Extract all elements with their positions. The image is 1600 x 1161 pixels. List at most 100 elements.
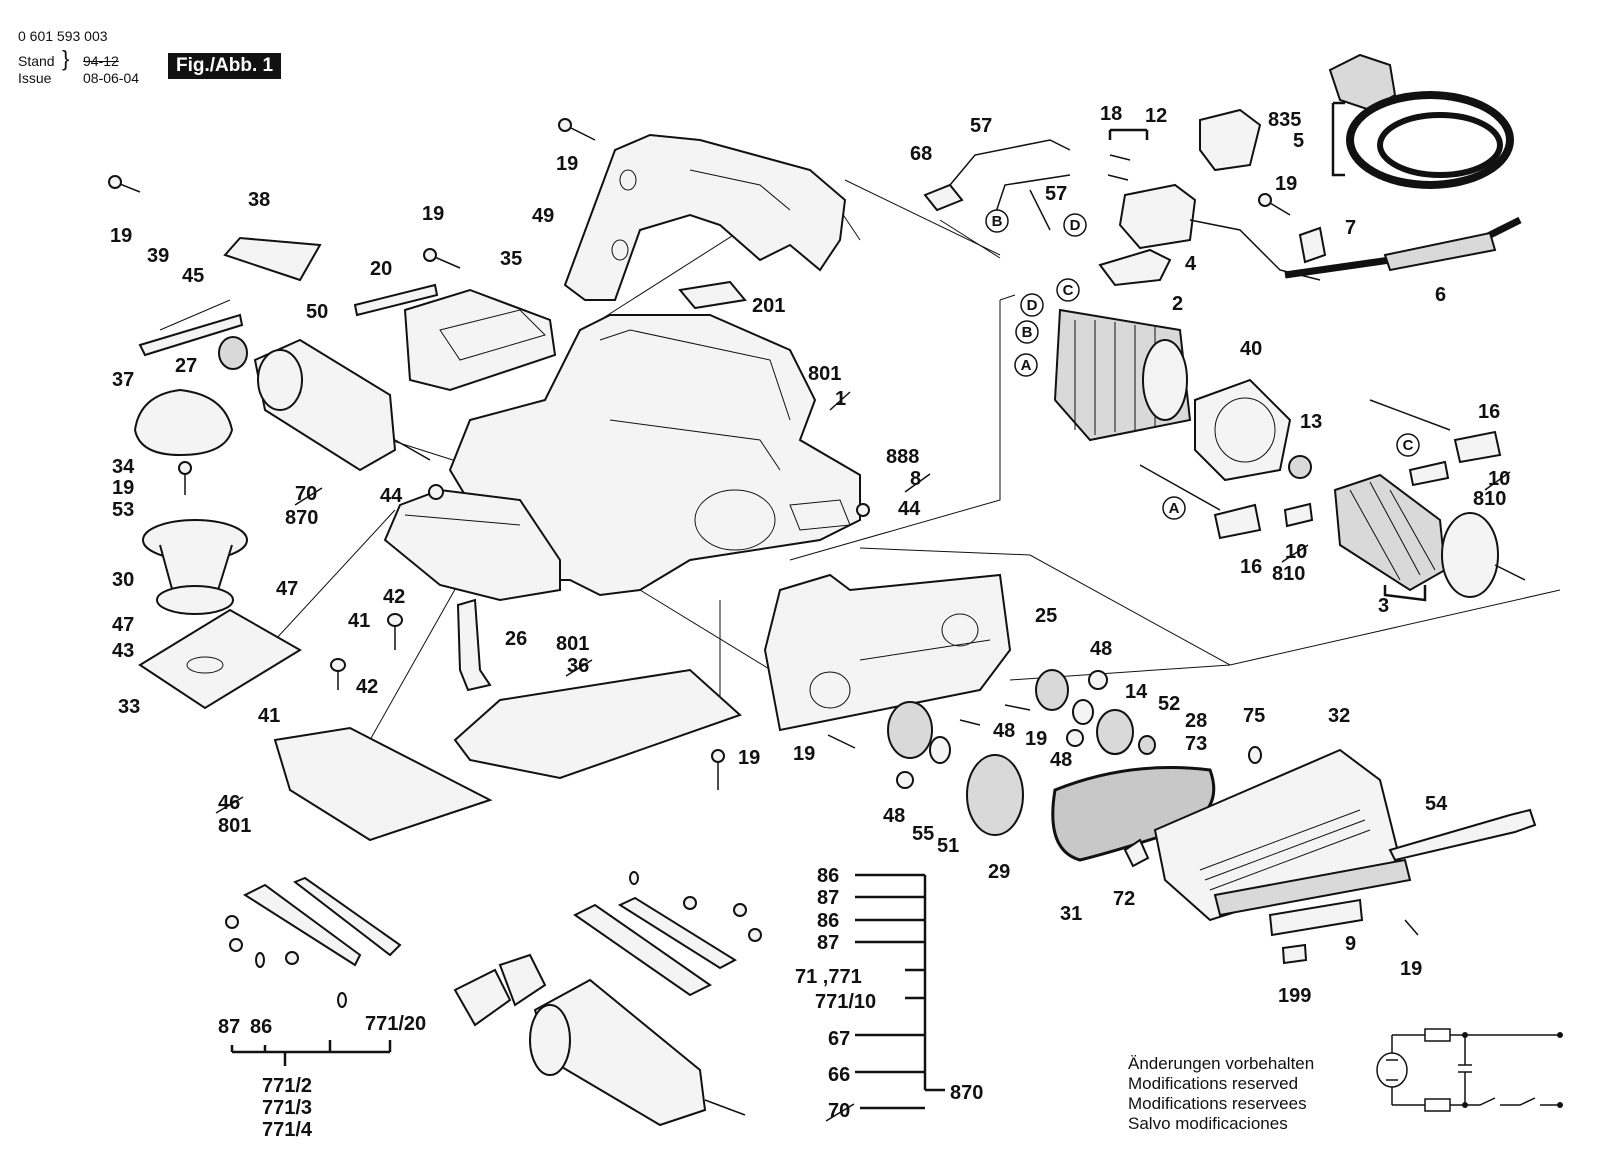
- part-number: 19: [1025, 728, 1047, 750]
- marker-b: B: [992, 213, 1003, 230]
- part-number: 32: [1328, 705, 1350, 727]
- part-number: 19: [110, 225, 132, 247]
- part-number: 3: [1378, 595, 1389, 617]
- belt-cover: [1153, 748, 1412, 922]
- modifications-note: Änderungen vorbehalten Modifications res…: [1128, 1054, 1314, 1134]
- part-number: 53: [112, 499, 134, 521]
- part-number: 7: [1345, 217, 1356, 239]
- strip-20: [353, 283, 439, 317]
- part-number: 44: [380, 485, 403, 507]
- marker-b: B: [1022, 324, 1033, 341]
- part-number: 771/4: [262, 1119, 313, 1141]
- part-number: 14: [1125, 681, 1148, 703]
- part-number: 199: [1278, 985, 1311, 1007]
- drive-components: [887, 669, 1262, 836]
- part-number: 19: [1400, 958, 1422, 980]
- doc-number: 0 601 593 003: [18, 28, 108, 44]
- part-number: 19: [738, 747, 760, 769]
- part-number: 87: [218, 1016, 240, 1038]
- part-number: 26: [505, 628, 527, 650]
- figure-badge: Fig./Abb. 1: [168, 53, 282, 79]
- part-number: 43: [112, 640, 134, 662]
- part-number: 86: [817, 910, 839, 932]
- part-72: [1123, 838, 1150, 868]
- armature: [1333, 473, 1526, 598]
- part-number: 201: [752, 295, 785, 317]
- part-number: 42: [356, 676, 378, 698]
- part-number: 49: [532, 205, 554, 227]
- label-sticker: [678, 280, 747, 310]
- part-number: 57: [1045, 183, 1067, 205]
- part-number: 44: [898, 498, 921, 520]
- marker-a: A: [1169, 500, 1180, 517]
- part-number: 52: [1158, 693, 1180, 715]
- part-number: 48: [993, 720, 1015, 742]
- part-number: 48: [883, 805, 905, 827]
- part-number: 6: [1435, 284, 1446, 306]
- part-number: 55: [912, 823, 934, 845]
- part-number: 25: [1035, 605, 1057, 627]
- wrench: [1388, 808, 1537, 862]
- part-number: 19: [422, 203, 444, 225]
- stand-value: 94-12: [83, 53, 119, 69]
- note-line: Modifications reserved: [1128, 1074, 1299, 1093]
- switch-cover: [403, 288, 557, 392]
- part-number: 57: [970, 115, 992, 137]
- part-number: 5: [1293, 130, 1304, 152]
- connector-markers: B D D C B A C A: [985, 209, 1420, 520]
- part-number: 47: [276, 578, 298, 600]
- part-number: 16: [1240, 556, 1262, 578]
- marker-a: A: [1021, 357, 1032, 374]
- part-number: 870: [950, 1082, 983, 1104]
- part-number: 50: [306, 301, 328, 323]
- part-number: 19: [1275, 173, 1297, 195]
- part-number: 31: [1060, 903, 1082, 925]
- part-number: 9: [1345, 933, 1356, 955]
- chip-deflector: [223, 236, 322, 282]
- part-number: 48: [1090, 638, 1112, 660]
- part-number: 771/2: [262, 1075, 312, 1097]
- part-number: 87: [817, 887, 839, 909]
- depth-knob: [133, 388, 302, 710]
- part-number: 4: [1185, 253, 1197, 275]
- part-number: 45: [182, 265, 204, 287]
- marker-d: D: [1070, 217, 1081, 234]
- part-number: 73: [1185, 733, 1207, 755]
- part-number: 35: [500, 248, 522, 270]
- part-number: 810: [1272, 563, 1305, 585]
- callout-brackets: [230, 101, 1427, 1110]
- bearing-13: [1288, 455, 1312, 479]
- part-number: 40: [1240, 338, 1262, 360]
- clamp-7: [1298, 226, 1327, 264]
- part-number: 810: [1473, 488, 1506, 510]
- switch: [1098, 108, 1321, 287]
- note-line: Salvo modificaciones: [1128, 1114, 1288, 1133]
- part-number: 870: [285, 507, 318, 529]
- part-number: 42: [383, 586, 405, 608]
- part-number: 801: [808, 363, 841, 385]
- power-cable: [1284, 53, 1522, 279]
- circuit-schematic: [1376, 1028, 1563, 1112]
- part-number: 86: [250, 1016, 272, 1038]
- part-number: 41: [258, 705, 280, 727]
- label-199: [1281, 943, 1308, 965]
- rear-handle-cover: [563, 133, 847, 301]
- part-number: 12: [1145, 105, 1167, 127]
- part-number: 1: [835, 388, 846, 410]
- issue-label: Issue: [18, 70, 52, 86]
- part-number: 70: [295, 483, 317, 505]
- blade-kit: [242, 876, 746, 1127]
- gear-housing: [763, 573, 1012, 732]
- part-number: 41: [348, 610, 370, 632]
- part-number: 54: [1425, 793, 1448, 815]
- brush-holders: [1139, 399, 1502, 540]
- part-number: 33: [118, 696, 140, 718]
- part-number: 66: [828, 1064, 850, 1086]
- main-housing: [383, 314, 861, 602]
- part-number: 86: [817, 865, 839, 887]
- part-number: 801: [218, 815, 251, 837]
- parallel-guide: [273, 726, 493, 842]
- air-guide-ring: [1194, 378, 1292, 482]
